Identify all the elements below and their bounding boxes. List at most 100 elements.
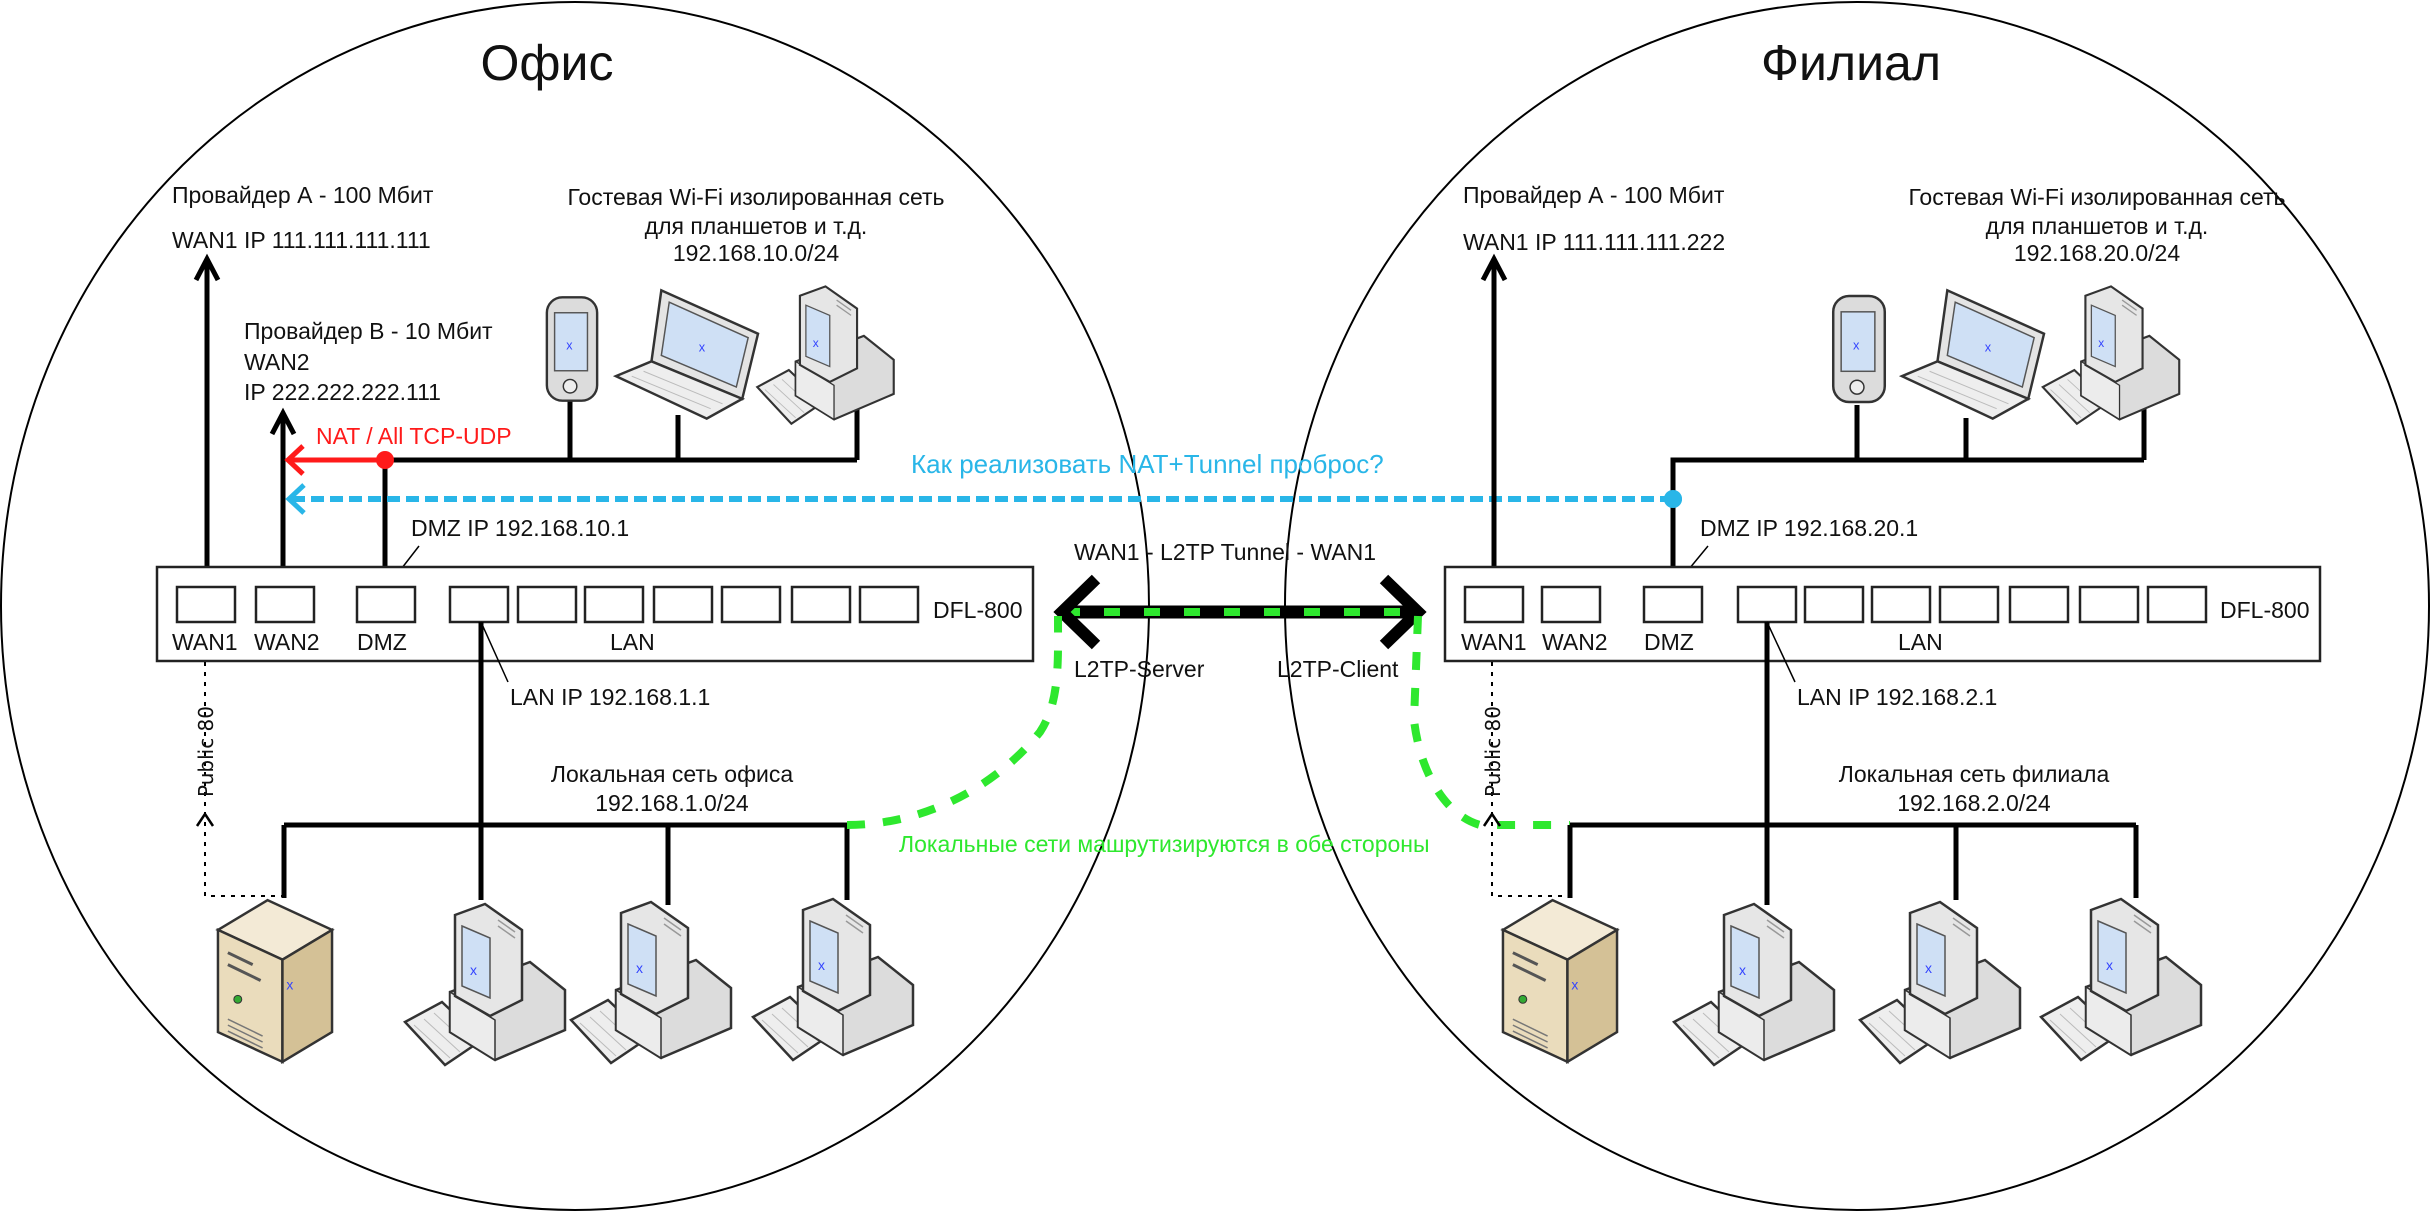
branch-dmz-ip: DMZ IP 192.168.20.1 [1700, 515, 1918, 541]
branch-title: Филиал [1761, 35, 1941, 91]
office-wan2-provider: Провайдер B - 10 Мбит [244, 318, 493, 344]
lan-routing-path [846, 615, 1570, 829]
port-wan2 [1540, 585, 1602, 624]
branch-public-80: Public 80 [1481, 662, 1570, 897]
port-lan [448, 585, 510, 624]
port-lan [2146, 585, 2208, 624]
office-wan2-ip: IP 222.222.222.111 [244, 379, 441, 405]
desktop-pc-icon [2039, 897, 2203, 1062]
port-wan1 [175, 585, 237, 624]
branch-guest-line1: Гостевая Wi-Fi изолированная сеть [1908, 184, 2285, 210]
arrow-up-icon [269, 407, 297, 436]
branch-lan-name: Локальная сеть филиала [1839, 761, 2110, 787]
branch-wan1-ip: WAN1 IP 111.111.111.222 [1463, 229, 1725, 255]
office-wan2-uplink [269, 407, 297, 588]
office-guest-line2: для планшетов и т.д. [645, 213, 868, 239]
desktop-pc-icon [569, 900, 733, 1065]
arrow-right-icon [1379, 574, 1427, 650]
office-guest-line1: Гостевая Wi-Fi изолированная сеть [567, 184, 944, 210]
office-lan-ip: LAN IP 192.168.1.1 [510, 684, 710, 710]
port-lan [1803, 585, 1865, 624]
port-lan [2078, 585, 2140, 624]
office-lan-bus [281, 622, 850, 905]
nat-point [376, 451, 394, 469]
arrow-up-icon [1482, 811, 1502, 827]
office-wan1-provider: Провайдер А - 100 Мбит [172, 182, 434, 208]
label-wan2: WAN2 [254, 629, 320, 655]
label-dmz: DMZ [1644, 629, 1694, 655]
branch-guest-bus [1670, 400, 2147, 588]
laptop-icon [614, 289, 760, 420]
office-lan-subnet: 192.168.1.0/24 [595, 790, 749, 816]
l2tp-server-label: L2TP-Server [1074, 656, 1205, 682]
desktop-pc-icon [1858, 900, 2022, 1065]
branch-lan-subnet: 192.168.2.0/24 [1897, 790, 2051, 816]
server-icon [1501, 898, 1619, 1064]
nat-label: NAT / All TCP-UDP [316, 423, 512, 449]
nat-tunnel-question: Как реализовать NAT+Tunnel проброс? [911, 449, 1384, 479]
office-router: WAN1 WAN2 DMZ LAN DFL-800 [155, 565, 1035, 663]
tunnel-label: WAN1 - L2TP Tunnel - WAN1 [1074, 539, 1376, 565]
branch-public-label: Public 80 [1481, 706, 1505, 797]
branch-guest-subnet: 192.168.20.0/24 [2014, 240, 2180, 266]
branch-lan-ip: LAN IP 192.168.2.1 [1797, 684, 1997, 710]
office-guest-bus [382, 400, 860, 588]
port-lan [2008, 585, 2070, 624]
label-wan1: WAN1 [172, 629, 238, 655]
port-wan1 [1463, 585, 1525, 624]
desktop-pc-icon [2041, 285, 2181, 425]
port-lan [1938, 585, 2000, 624]
arrow-up-icon [195, 811, 215, 827]
l2tp-client-label: L2TP-Client [1277, 656, 1399, 682]
branch-dmz-point [1664, 490, 1682, 508]
router-model: DFL-800 [933, 597, 1022, 623]
port-lan [516, 585, 578, 624]
arrow-left-icon [285, 483, 306, 515]
server-icon [216, 898, 334, 1064]
desktop-pc-icon [751, 897, 915, 1062]
branch-wan1-provider: Провайдер А - 100 Мбит [1463, 182, 1725, 208]
laptop-icon [1900, 289, 2046, 420]
branch-guest-line2: для планшетов и т.д. [1986, 213, 2209, 239]
port-wan2 [254, 585, 316, 624]
pda-icon [545, 296, 599, 402]
nat-tunnel-forward-line [285, 483, 1682, 515]
port-lan [652, 585, 714, 624]
office-guest-subnet: 192.168.10.0/24 [673, 240, 839, 266]
office-public-80: Public 80 [194, 662, 284, 897]
label-dmz: DMZ [357, 629, 407, 655]
desktop-pc-icon [756, 285, 895, 425]
office-lan-name: Локальная сеть офиса [551, 761, 793, 787]
port-lan [1870, 585, 1932, 624]
port-lan [858, 585, 920, 624]
arrow-left-icon [284, 444, 305, 476]
desktop-pc-icon [1672, 902, 1836, 1067]
office-wan1-uplink [193, 253, 221, 588]
label-lan: LAN [610, 629, 655, 655]
office-public-label: Public 80 [194, 706, 218, 797]
label-wan1: WAN1 [1461, 629, 1527, 655]
port-lan [720, 585, 782, 624]
nat-arrow [284, 444, 385, 476]
office-dmz-ip: DMZ IP 192.168.10.1 [411, 515, 629, 541]
port-dmz [355, 585, 417, 624]
branch-lan-bus [1567, 622, 2139, 905]
port-lan [1736, 585, 1798, 624]
branch-wan1-uplink [1480, 253, 1508, 588]
office-wan2-label: WAN2 [244, 349, 310, 375]
office-title: Офис [481, 35, 614, 91]
port-dmz [1642, 585, 1704, 624]
router-model: DFL-800 [2220, 597, 2309, 623]
pda-icon [1831, 294, 1887, 404]
label-lan: LAN [1898, 629, 1943, 655]
port-lan [790, 585, 852, 624]
port-lan [583, 585, 645, 624]
label-wan2: WAN2 [1542, 629, 1608, 655]
branch-router: WAN1 WAN2 DMZ LAN DFL-800 [1443, 565, 2322, 663]
desktop-pc-icon [403, 902, 567, 1067]
arrow-up-icon [1480, 253, 1508, 282]
routing-note: Локальные сети машрутизируются в обе сто… [899, 831, 1430, 857]
l2tp-tunnel [1053, 574, 1427, 650]
office-wan1-ip: WAN1 IP 111.111.111.111 [172, 227, 431, 253]
